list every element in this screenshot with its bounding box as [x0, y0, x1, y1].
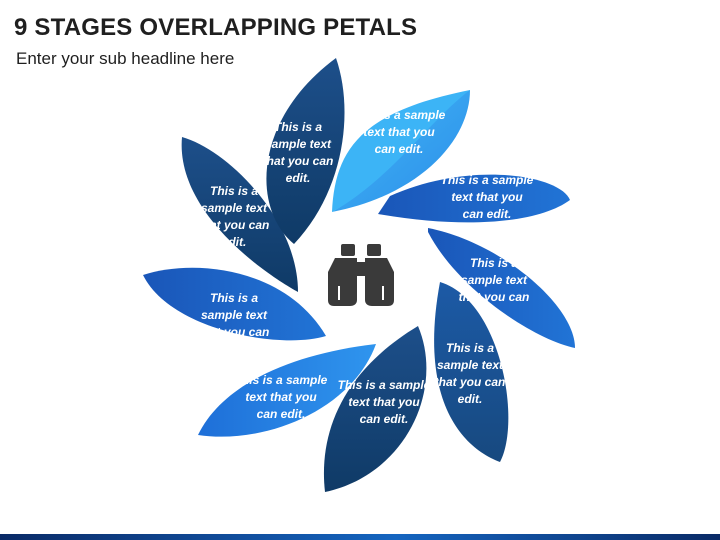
petal-7: [323, 326, 427, 492]
page-subtitle: Enter your sub headline here: [16, 49, 235, 68]
petal-8: [198, 344, 376, 437]
petal-6: [434, 282, 509, 462]
petal-1: [181, 137, 298, 292]
page-title: 9 STAGES OVERLAPPING PETALS: [14, 14, 418, 41]
petal-3: [332, 90, 470, 212]
bottom-accent-bar: [0, 534, 720, 540]
binoculars-icon: [328, 244, 394, 306]
petal-9: [143, 267, 326, 341]
petal-5: [428, 228, 575, 348]
petal-2: [266, 58, 345, 244]
petal-4: [378, 174, 570, 223]
